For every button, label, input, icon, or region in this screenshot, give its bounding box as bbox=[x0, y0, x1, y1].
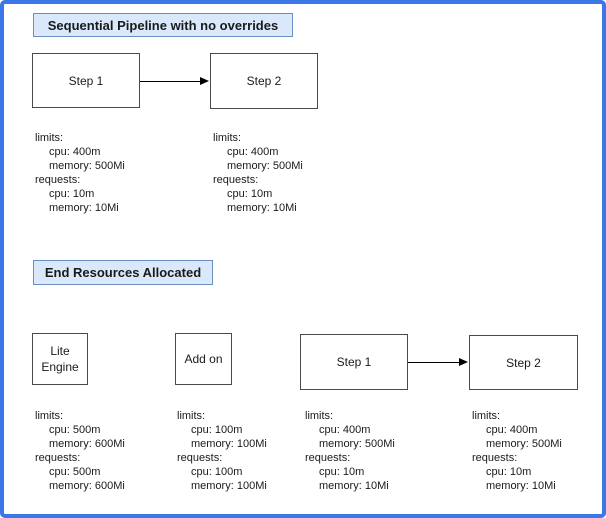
res-line: cpu: 100m bbox=[191, 424, 243, 436]
res-line: limits: bbox=[35, 410, 64, 422]
res-line: cpu: 400m bbox=[227, 146, 279, 158]
node-step2-bottom-label: Step 2 bbox=[506, 355, 541, 370]
section-title-end-resources: End Resources Allocated bbox=[33, 260, 213, 285]
res-line: memory: 10Mi bbox=[49, 202, 119, 214]
arrowhead-icon bbox=[200, 77, 209, 85]
res-line: cpu: 10m bbox=[486, 466, 532, 478]
node-step2-top: Step 2 bbox=[210, 53, 318, 109]
res-line: memory: 10Mi bbox=[486, 480, 556, 492]
res-line: memory: 600Mi bbox=[49, 480, 125, 492]
res-line: limits: bbox=[305, 410, 334, 422]
node-add-on-label: Add on bbox=[184, 352, 223, 366]
res-line: limits: bbox=[177, 410, 206, 422]
res-line: cpu: 100m bbox=[191, 466, 243, 478]
node-step1-top-label: Step 1 bbox=[68, 73, 104, 88]
section-title-sequential-pipeline: Sequential Pipeline with no overrides bbox=[33, 13, 293, 37]
node-step2-top-label: Step 2 bbox=[246, 74, 282, 88]
node-step1-top: Step 1 bbox=[32, 53, 140, 108]
res-line: limits: bbox=[213, 132, 242, 144]
node-add-on: Add on bbox=[175, 333, 232, 385]
res-line: requests: bbox=[213, 174, 259, 186]
res-line: cpu: 10m bbox=[49, 188, 95, 200]
res-line: cpu: 400m bbox=[49, 146, 101, 158]
res-line: memory: 500Mi bbox=[49, 160, 125, 172]
arrow-step1-to-step2-top bbox=[140, 77, 209, 85]
res-line: memory: 10Mi bbox=[319, 480, 389, 492]
res-line: cpu: 400m bbox=[319, 424, 371, 436]
res-line: cpu: 500m bbox=[49, 466, 101, 478]
node-step1-bottom-label: Step 1 bbox=[336, 355, 372, 369]
res-line: memory: 100Mi bbox=[191, 438, 267, 450]
res-line: cpu: 400m bbox=[486, 424, 538, 436]
resources-add-on: limits: cpu: 100m memory: 100Mi requests… bbox=[177, 409, 267, 493]
res-line: memory: 600Mi bbox=[49, 438, 125, 450]
res-line: memory: 500Mi bbox=[319, 438, 395, 450]
res-line: requests: bbox=[305, 452, 351, 464]
res-line: memory: 500Mi bbox=[227, 160, 303, 172]
resources-step1-top: limits: cpu: 400m memory: 500Mi requests… bbox=[35, 131, 125, 215]
node-step2-bottom: Step 2 bbox=[469, 335, 578, 390]
res-line: memory: 500Mi bbox=[486, 438, 562, 450]
resources-lite-engine: limits: cpu: 500m memory: 600Mi requests… bbox=[35, 409, 125, 493]
res-line: limits: bbox=[472, 410, 501, 422]
arrowhead-icon bbox=[459, 358, 468, 366]
node-step1-bottom: Step 1 bbox=[300, 334, 408, 390]
res-line: requests: bbox=[472, 452, 518, 464]
res-line: cpu: 10m bbox=[227, 188, 273, 200]
res-line: cpu: 500m bbox=[49, 424, 101, 436]
res-line: memory: 100Mi bbox=[191, 480, 267, 492]
res-line: cpu: 10m bbox=[319, 466, 365, 478]
res-line: requests: bbox=[35, 174, 81, 186]
resources-step1-bottom: limits: cpu: 400m memory: 500Mi requests… bbox=[305, 409, 395, 493]
res-line: requests: bbox=[35, 452, 81, 464]
arrow-step1-to-step2-bottom bbox=[408, 358, 468, 366]
resources-step2-bottom: limits: cpu: 400m memory: 500Mi requests… bbox=[472, 409, 562, 493]
node-lite-engine-label: Lite Engine bbox=[41, 344, 79, 374]
res-line: limits: bbox=[35, 132, 64, 144]
res-line: requests: bbox=[177, 452, 223, 464]
node-lite-engine: Lite Engine bbox=[32, 333, 88, 385]
resources-step2-top: limits: cpu: 400m memory: 500Mi requests… bbox=[213, 131, 303, 215]
res-line: memory: 10Mi bbox=[227, 202, 297, 214]
